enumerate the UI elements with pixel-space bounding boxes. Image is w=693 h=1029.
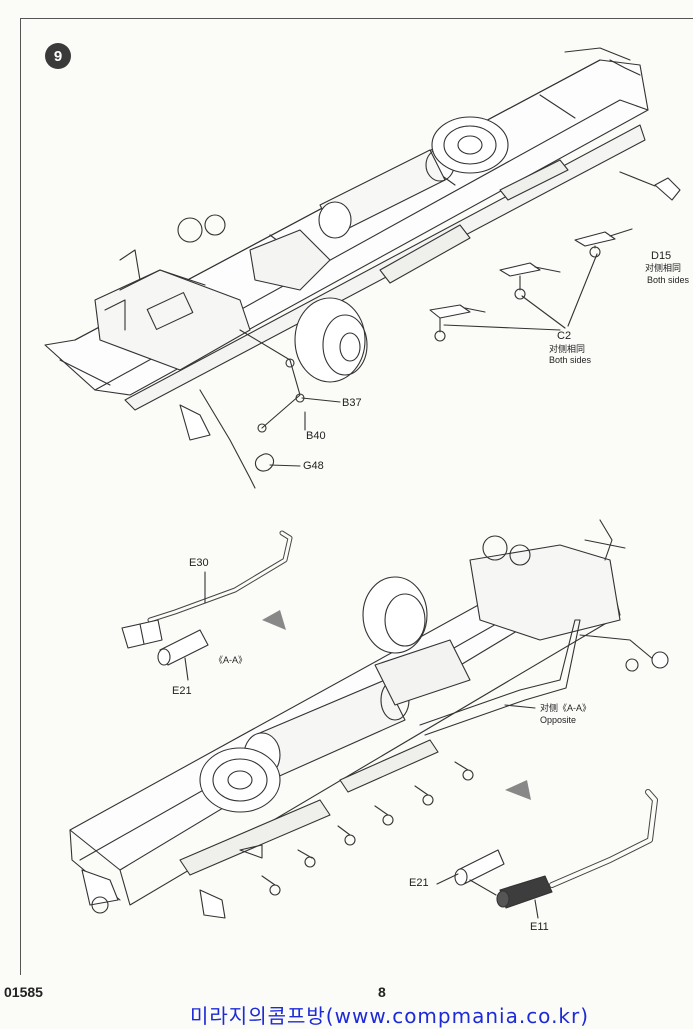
callout-e21-bottom: E21 — [409, 877, 429, 889]
callout-d15-note-en: Both sides — [647, 275, 690, 285]
watermark-text: 미라지의콤프방(www.compmania.co.kr) — [190, 1004, 590, 1028]
callout-c2: C2 — [557, 330, 572, 342]
callout-d15: D15 — [651, 250, 672, 262]
callout-e11: E11 — [530, 921, 549, 933]
lower-chassis-drawing — [69, 519, 669, 919]
callout-g48: G48 — [303, 460, 324, 472]
callout-view-aa: 《A-A》 — [214, 655, 248, 665]
callout-opposite-en: Opposite — [540, 715, 577, 725]
callout-b40: B40 — [306, 430, 326, 442]
callout-c2-note-en: Both sides — [549, 355, 592, 365]
page-number: 8 — [378, 984, 386, 1000]
page-border — [20, 18, 693, 975]
callout-opposite-cn: 对侧《A-A》 — [540, 703, 592, 713]
callout-c2-note-cn: 对侧相同 — [549, 344, 586, 354]
upper-chassis-drawing — [44, 47, 681, 489]
assembly-direction-arrow — [262, 610, 531, 800]
product-code: 01585 — [4, 984, 43, 1000]
callout-d15-note-cn: 对侧相同 — [645, 263, 682, 273]
callout-e21-top: E21 — [172, 685, 192, 697]
callout-b37: B37 — [342, 397, 362, 409]
callout-e30: E30 — [189, 557, 209, 569]
step-badge: 9 — [45, 43, 71, 69]
